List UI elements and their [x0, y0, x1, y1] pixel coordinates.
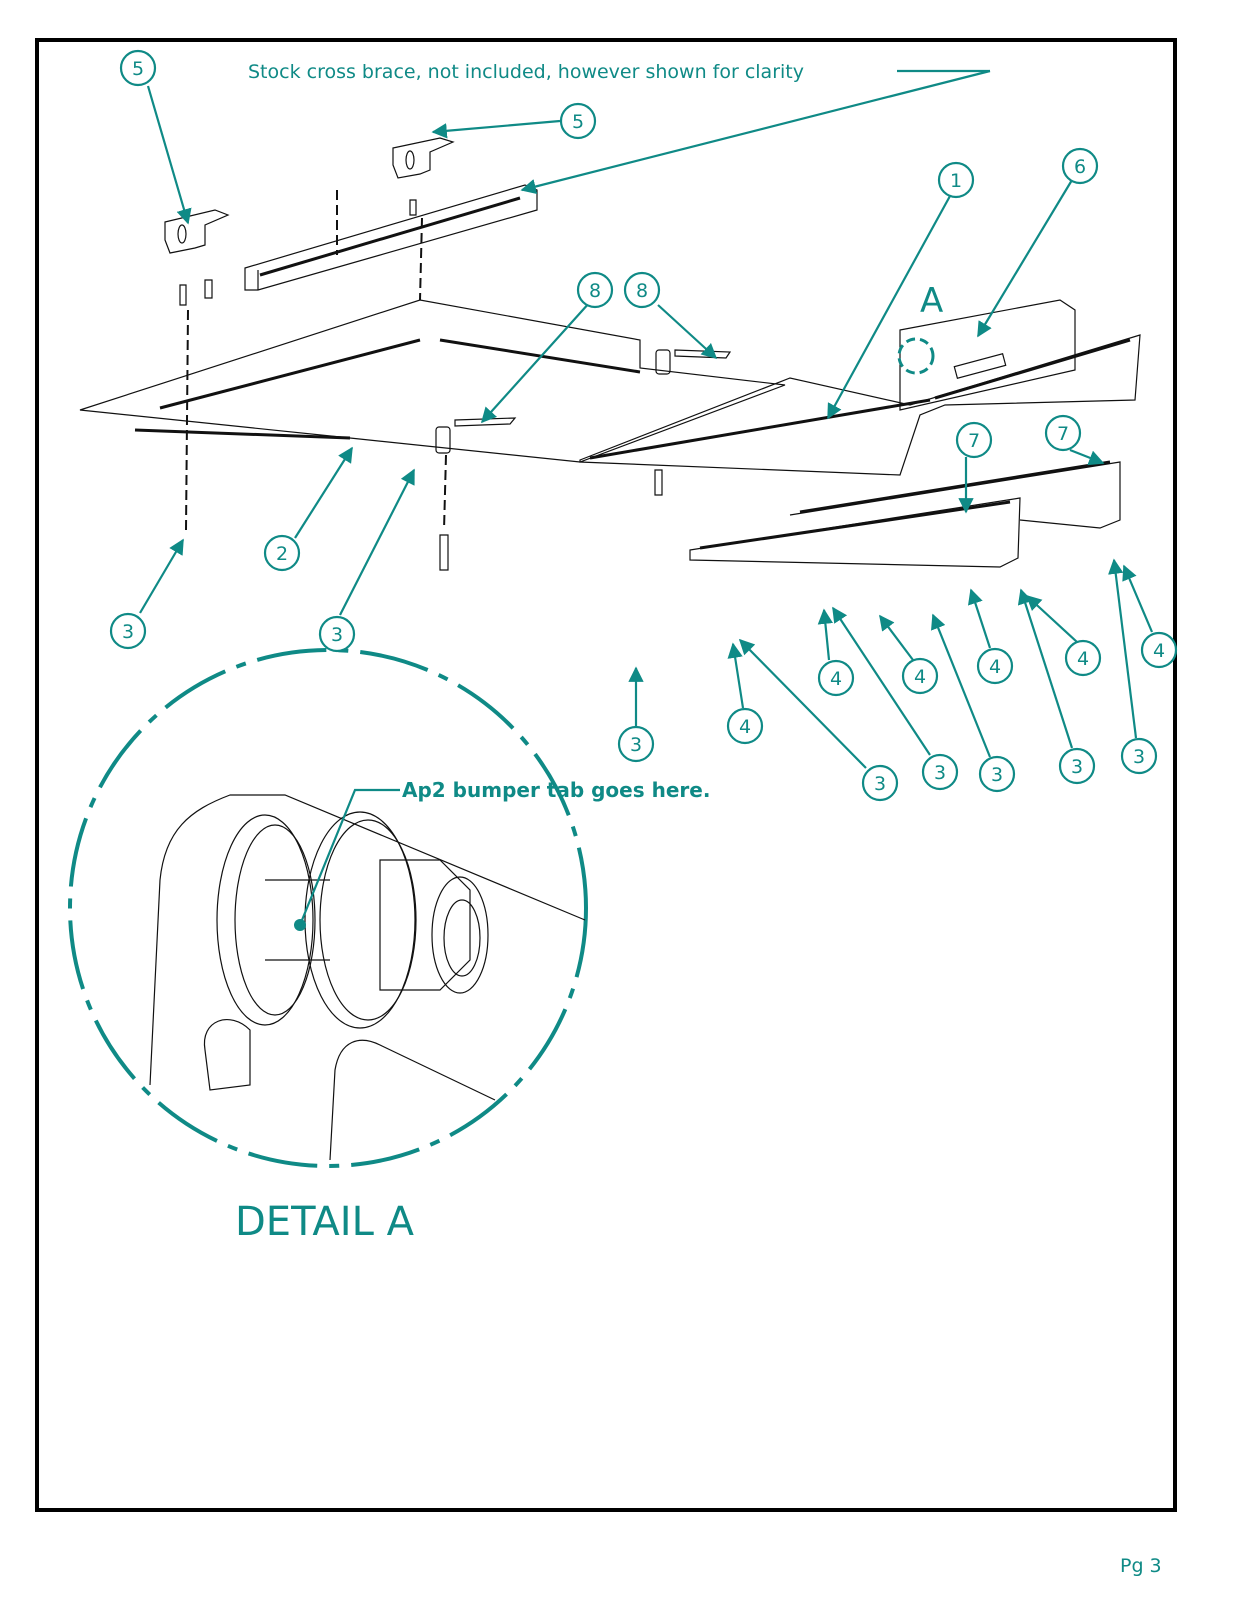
balloon-label: 4: [914, 666, 926, 688]
balloon-circle: [921, 753, 959, 791]
balloon-circle: [901, 657, 939, 695]
leader-lines: [139, 69, 1154, 926]
bumper-tab-note: Ap2 bumper tab goes here.: [402, 778, 710, 802]
balloon-label: 6: [1074, 156, 1086, 178]
dashed-fastener-lines: [185, 190, 663, 571]
balloon-circle: [263, 534, 301, 572]
balloon-3: 3: [861, 764, 899, 802]
balloon-circle: [576, 271, 614, 309]
balloon-label: 3: [630, 734, 642, 756]
balloon-label: 3: [874, 773, 886, 795]
balloon-label: 3: [934, 762, 946, 784]
balloon-circle: [119, 49, 157, 87]
balloon-label: 5: [132, 58, 144, 80]
balloon-4: 4: [1140, 631, 1178, 669]
balloon-1: 1: [937, 161, 975, 199]
balloon-label: 7: [968, 430, 980, 452]
balloon-circle: [1140, 631, 1178, 669]
balloon-circle: [1061, 147, 1099, 185]
balloon-4: 4: [726, 707, 764, 745]
balloon-5: 5: [119, 49, 157, 87]
balloon-8: 8: [623, 271, 661, 309]
balloon-label: 8: [636, 280, 648, 302]
balloon-label: 3: [122, 621, 134, 643]
balloon-circle: [726, 707, 764, 745]
balloon-circle: [861, 764, 899, 802]
page-number: Pg 3: [1120, 1555, 1162, 1577]
balloon-label: 3: [331, 624, 343, 646]
balloon-circle: [978, 755, 1016, 793]
balloon-circle: [1058, 747, 1096, 785]
balloon-7: 7: [955, 421, 993, 459]
balloon-5: 5: [559, 102, 597, 140]
balloon-circle: [623, 271, 661, 309]
balloon-4: 4: [817, 659, 855, 697]
balloon-circle: [976, 647, 1014, 685]
balloon-7: 7: [1044, 414, 1082, 452]
balloon-label: 4: [739, 716, 751, 738]
balloon-group: 5 5 1 6 8 8 2 3 3 7 7 3 4 3 4 3 4 3 4 3 4 3 4: [109, 49, 1178, 802]
balloon-label: 7: [1057, 423, 1069, 445]
detail-a-title: DETAIL A: [235, 1199, 415, 1245]
balloon-3: 3: [1120, 737, 1158, 775]
part-bracket-right: [392, 137, 455, 216]
part-lower-rails: [689, 460, 1121, 568]
balloon-2: 2: [263, 534, 301, 572]
balloon-circle: [109, 612, 147, 650]
balloon-label: 1: [950, 170, 962, 192]
balloon-circle: [955, 421, 993, 459]
detail-a-view: [68, 648, 588, 1168]
balloon-circle: [1044, 414, 1082, 452]
balloon-3: 3: [109, 612, 147, 650]
balloon-label: 4: [1153, 640, 1165, 662]
balloon-8: 8: [576, 271, 614, 309]
cross-brace-note: Stock cross brace, not included, however…: [248, 61, 804, 83]
balloon-4: 4: [1064, 639, 1102, 677]
balloon-label: 8: [589, 280, 601, 302]
balloon-circle: [617, 725, 655, 763]
detail-a-callout-label: A: [920, 281, 943, 321]
balloon-circle: [1064, 639, 1102, 677]
balloon-label: 2: [276, 543, 288, 565]
balloon-label: 3: [1133, 746, 1145, 768]
part-cross-brace: [244, 184, 538, 291]
balloon-4: 4: [976, 647, 1014, 685]
part-side-rail: [579, 299, 1141, 476]
balloon-6: 6: [1061, 147, 1099, 185]
balloon-4: 4: [901, 657, 939, 695]
balloon-circle: [559, 102, 597, 140]
balloon-3: 3: [617, 725, 655, 763]
balloon-circle: [937, 161, 975, 199]
balloon-label: 3: [991, 764, 1003, 786]
balloon-3: 3: [921, 753, 959, 791]
balloon-label: 4: [1077, 648, 1089, 670]
balloon-circle: [318, 615, 356, 653]
part-bracket-left: [164, 209, 230, 306]
drawing-frame: [35, 38, 1177, 1512]
balloon-3: 3: [1058, 747, 1096, 785]
balloon-3: 3: [318, 615, 356, 653]
balloon-circle: [1120, 737, 1158, 775]
balloon-circle: [817, 659, 855, 697]
balloon-3: 3: [978, 755, 1016, 793]
balloon-label: 5: [572, 111, 584, 133]
balloon-label: 4: [830, 668, 842, 690]
balloon-label: 4: [989, 656, 1001, 678]
balloon-label: 3: [1071, 756, 1083, 778]
